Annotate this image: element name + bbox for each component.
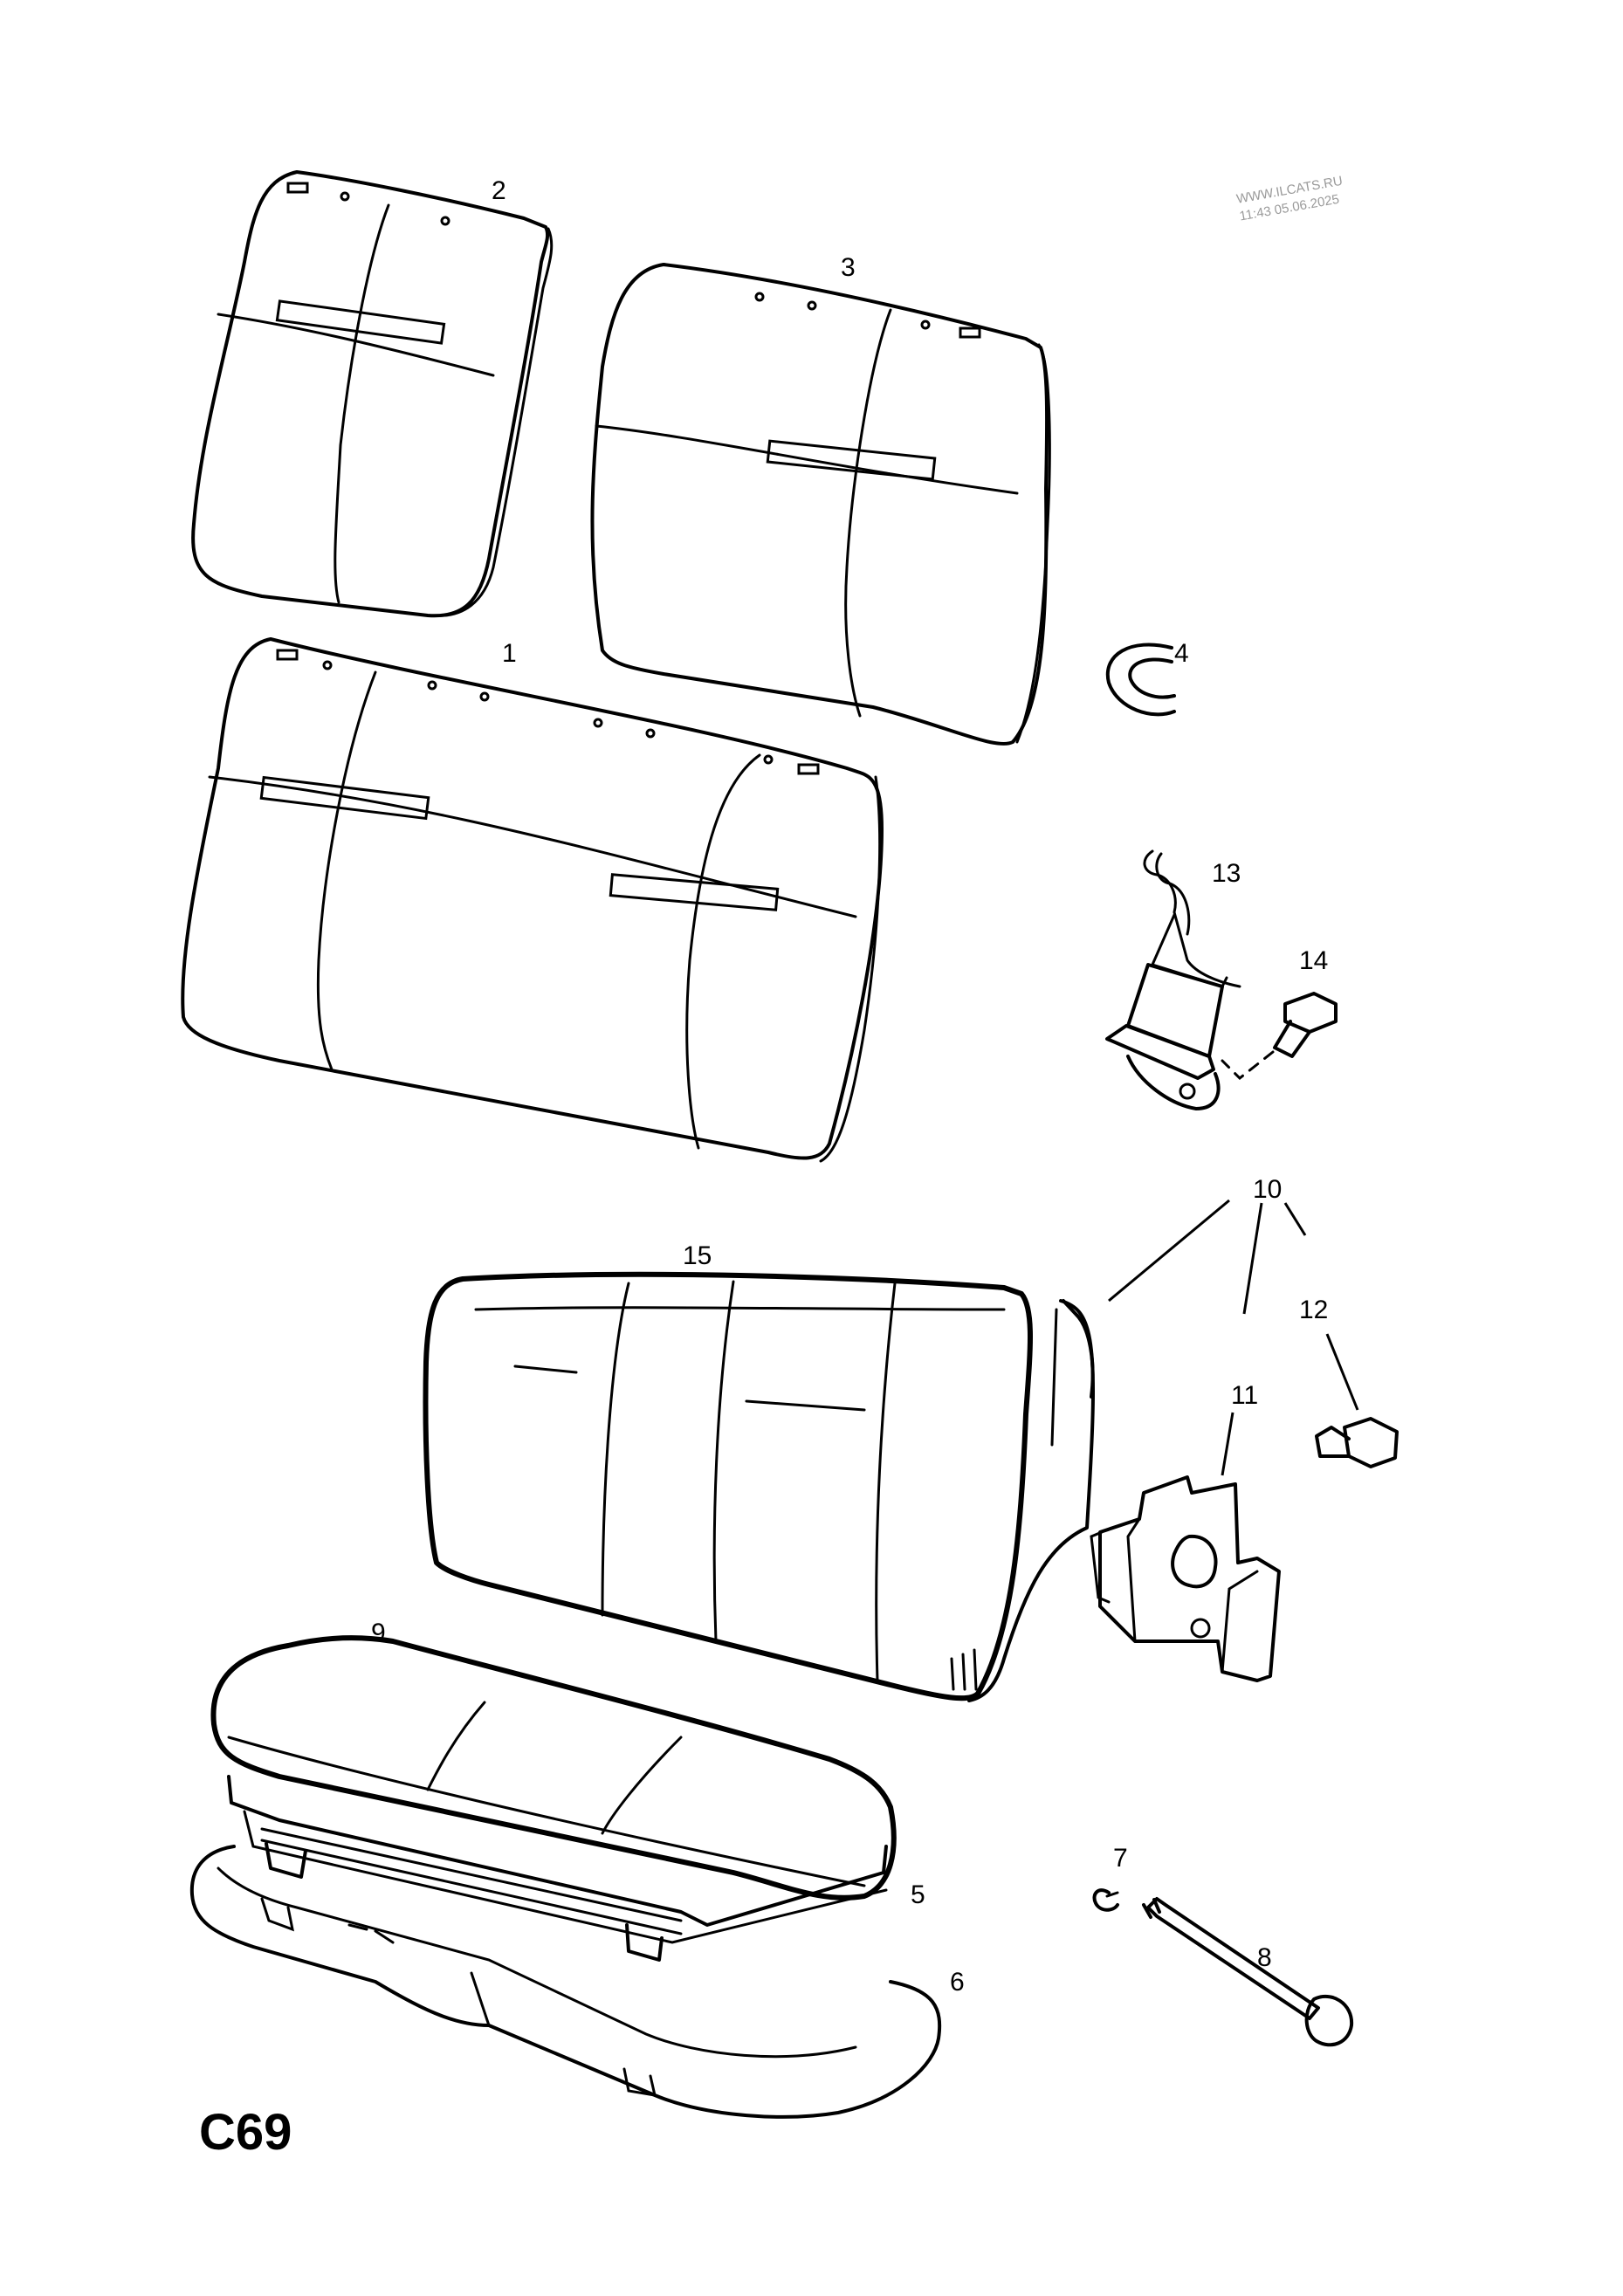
callout-6: 6 — [950, 1968, 965, 1997]
callout-11: 11 — [1231, 1381, 1258, 1410]
part-1-backrest-cover-large[interactable] — [181, 637, 884, 1163]
callout-4: 4 — [1174, 639, 1189, 668]
part-2-backrest-cover-small[interactable] — [191, 170, 554, 618]
part-9-seat-cushion[interactable] — [210, 1635, 897, 1901]
callout-12: 12 — [1299, 1296, 1328, 1324]
part-4-clip[interactable] — [1105, 643, 1176, 717]
part-12-bolt[interactable] — [1315, 1417, 1399, 1468]
callout-9: 9 — [371, 1619, 386, 1647]
part-7-retaining-clip[interactable] — [1092, 1888, 1119, 1912]
part-3-backrest-cover-right[interactable] — [590, 263, 1051, 746]
callout-10: 10 — [1253, 1175, 1282, 1204]
callout-2: 2 — [492, 176, 506, 205]
leader-lines — [1108, 1199, 1359, 1476]
callout-8: 8 — [1257, 1943, 1272, 1972]
part-5-seat-frame[interactable] — [227, 1775, 888, 1962]
callout-14: 14 — [1299, 946, 1328, 975]
part-11-mounting-bracket[interactable] — [1090, 1475, 1281, 1682]
callout-7: 7 — [1113, 1844, 1128, 1873]
part-15-backrest-assembly[interactable] — [423, 1271, 1095, 1702]
callout-5: 5 — [911, 1880, 925, 1909]
part-6-seat-base-tray[interactable] — [189, 1845, 942, 2119]
watermark: WWW.ILCATS.RU 11:43 05.06.2025 — [1235, 174, 1344, 224]
callout-15: 15 — [683, 1241, 712, 1270]
part-13-strap-hook[interactable] — [1105, 849, 1241, 1110]
callout-1: 1 — [502, 639, 517, 668]
part-14-bolt[interactable] — [1221, 992, 1338, 1081]
page-code: C69 — [199, 2104, 292, 2161]
callouts: 2 3 4 1 13 14 10 15 12 11 9 7 5 8 6 — [371, 176, 1328, 1997]
callout-13: 13 — [1212, 859, 1241, 888]
part-8-pin[interactable] — [1142, 1897, 1354, 2047]
callout-3: 3 — [841, 253, 856, 282]
